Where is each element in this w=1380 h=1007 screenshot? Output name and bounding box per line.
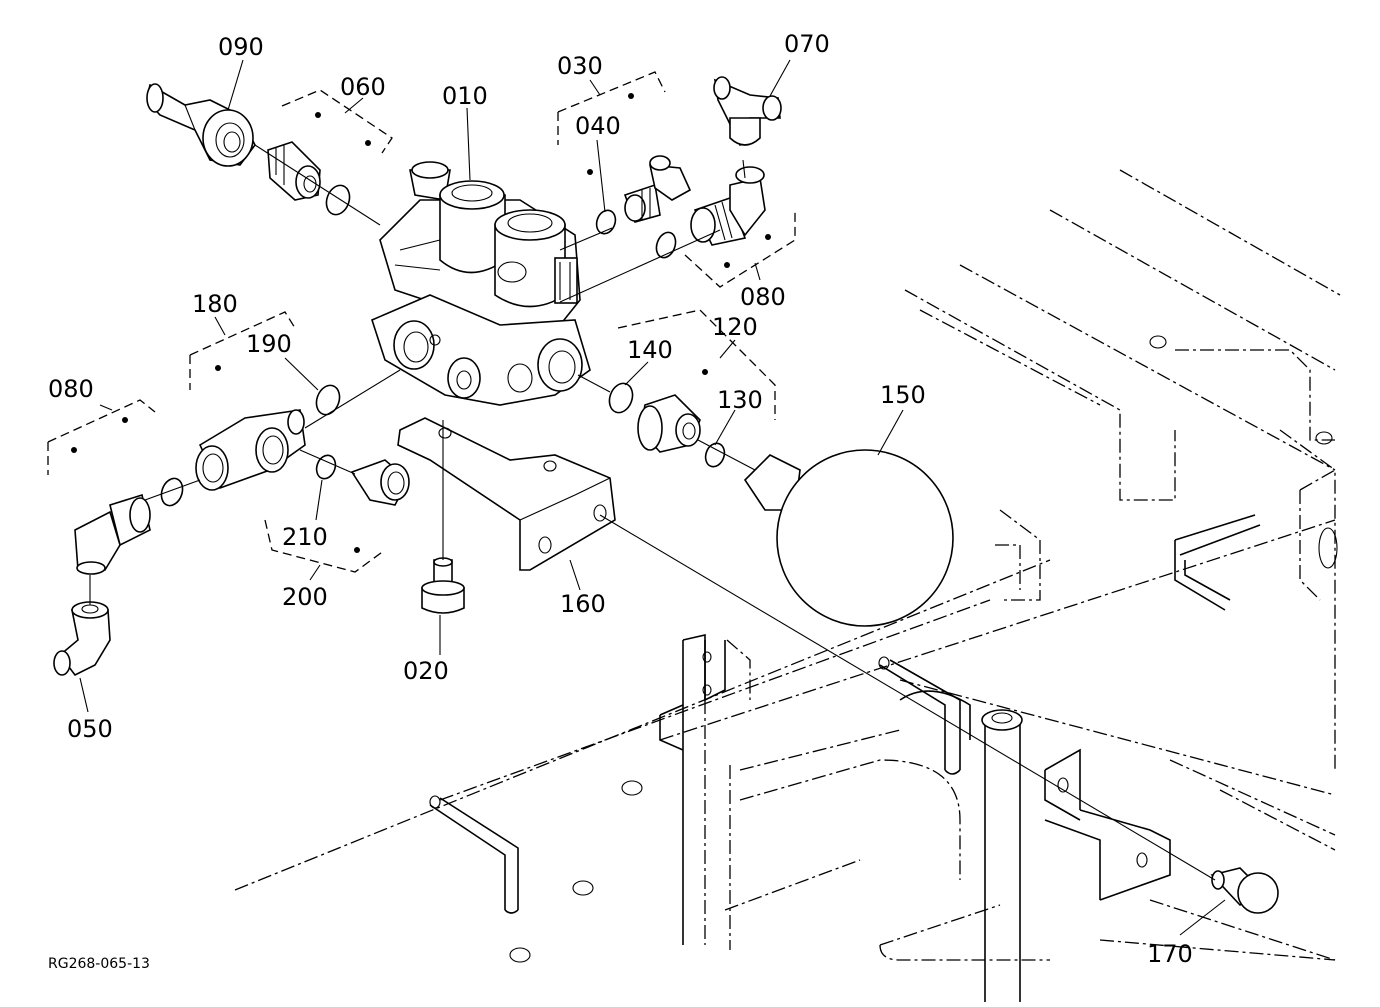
part-080-elbow-lower xyxy=(74,493,151,575)
part-020-bolt xyxy=(421,557,465,614)
part-oring-080-lower xyxy=(160,477,184,507)
part-160-bracket xyxy=(397,417,616,571)
callout-030: 030 xyxy=(557,52,603,80)
callout-160: 160 xyxy=(560,590,606,618)
callout-120: 120 xyxy=(712,313,758,341)
callout-050: 050 xyxy=(67,715,113,743)
callout-170: 170 xyxy=(1147,940,1193,968)
callout-190: 190 xyxy=(246,330,292,358)
part-040-oring xyxy=(595,209,617,235)
callout-060: 060 xyxy=(340,73,386,101)
part-070-tee-fitting xyxy=(713,76,782,146)
callout-200: 200 xyxy=(282,583,328,611)
part-050-elbow xyxy=(53,601,111,677)
drawing-code: RG268-065-13 xyxy=(48,956,150,972)
leader-lines xyxy=(79,59,1226,936)
part-150-accumulator xyxy=(743,449,954,627)
part-010-valve-assembly xyxy=(371,161,591,406)
part-080-elbow-upper xyxy=(690,166,766,246)
part-060-adapter xyxy=(267,141,321,201)
callout-010: 010 xyxy=(442,82,488,110)
callout-130: 130 xyxy=(717,386,763,414)
part-140-oring xyxy=(608,382,634,414)
callout-210: 210 xyxy=(282,523,328,551)
callout-140: 140 xyxy=(627,336,673,364)
part-120-adapter xyxy=(637,394,701,453)
part-030-elbow-fitting xyxy=(623,155,692,223)
callout-070: 070 xyxy=(784,30,830,58)
callout-080-upper: 080 xyxy=(740,283,786,311)
part-oring-060 xyxy=(325,184,351,216)
part-210-oring xyxy=(315,454,337,480)
part-090-hose-fitting xyxy=(146,83,256,167)
part-190-oring xyxy=(315,384,341,416)
callout-labels: 090 060 010 030 040 070 080 180 190 140 … xyxy=(48,30,1193,972)
part-130-oring xyxy=(704,442,726,468)
callout-090: 090 xyxy=(218,33,264,61)
assembly-lines xyxy=(89,144,1216,881)
part-oring-080-upper xyxy=(655,231,677,259)
callout-020: 020 xyxy=(403,657,449,685)
callout-150: 150 xyxy=(880,381,926,409)
part-200-adapter xyxy=(350,459,410,506)
part-180-tee-body xyxy=(195,409,306,491)
part-170-bolt xyxy=(1210,867,1279,914)
callout-040: 040 xyxy=(575,112,621,140)
tractor-frame xyxy=(234,169,1341,1002)
callout-180: 180 xyxy=(192,290,238,318)
callout-080-lower: 080 xyxy=(48,375,94,403)
group-brackets xyxy=(47,71,796,573)
